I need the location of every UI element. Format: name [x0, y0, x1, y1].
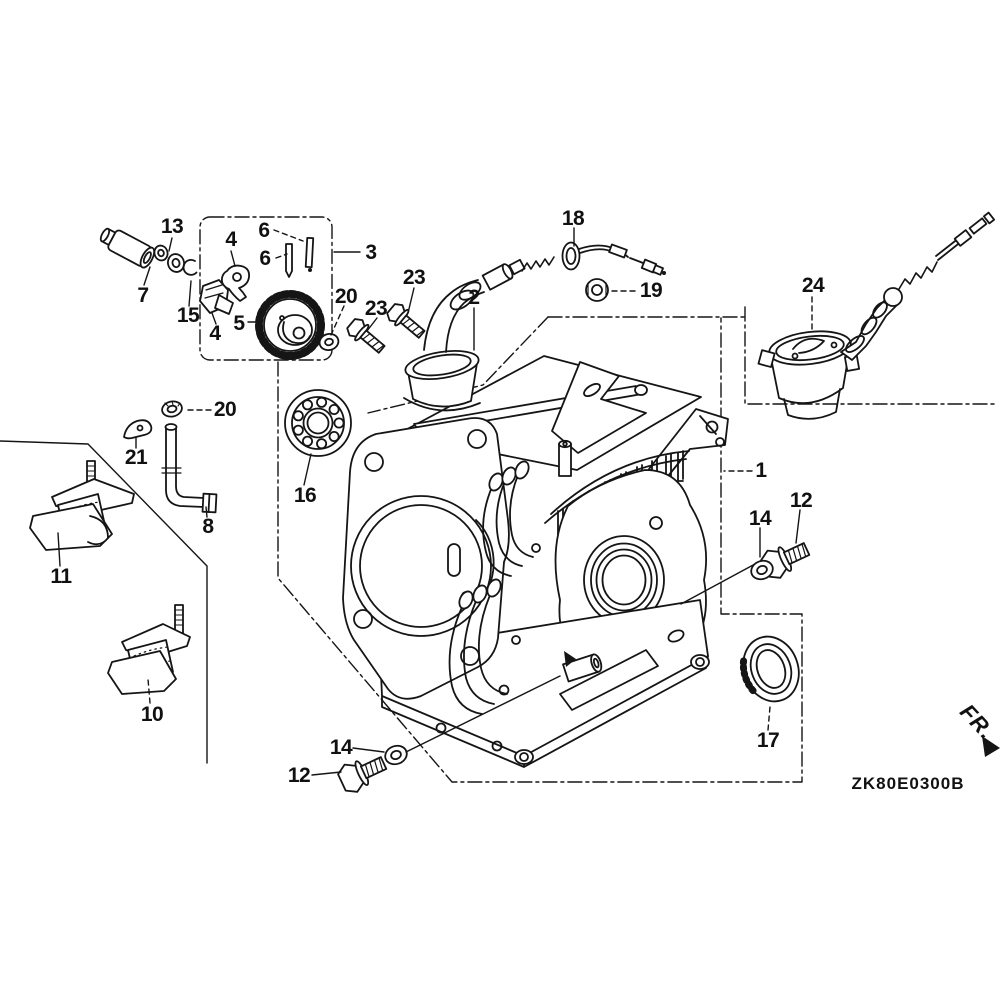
- part-callout-15: 15: [176, 304, 200, 327]
- part-callout-21: 21: [124, 446, 148, 469]
- part-callout-6: 6: [258, 219, 270, 242]
- part-callout-12: 12: [287, 764, 311, 787]
- part-callout-8: 8: [202, 515, 214, 538]
- leader-lines-dashed: [147, 229, 813, 731]
- diagram-code: ZK80E0300B: [851, 774, 965, 793]
- dowel-pin-a: [304, 236, 315, 269]
- part-callout-18: 18: [561, 207, 585, 230]
- part-callout-11: 11: [50, 565, 72, 588]
- tube-clip-21: [123, 419, 153, 440]
- drain-bolt-12-bottom: [337, 756, 388, 793]
- part-callout-24: 24: [801, 274, 825, 297]
- part-callout-12: 12: [789, 489, 813, 512]
- thrust-washer: [318, 332, 340, 352]
- breather-tube: [403, 258, 526, 412]
- part-callout-4: 4: [209, 322, 221, 345]
- drain-bolt-12-right: [760, 542, 811, 579]
- camshaft-kit-box: [199, 216, 333, 361]
- crankcase-body: [342, 355, 729, 768]
- part-callout-14: 14: [329, 736, 353, 759]
- flange-bolt-23b: [346, 318, 386, 354]
- part-callout-5: 5: [233, 312, 245, 335]
- washers-13: [153, 244, 185, 273]
- leader-lines: [57, 227, 801, 776]
- engine-mount-10: [107, 604, 191, 695]
- part-callout-13: 13: [160, 215, 184, 238]
- part-callout-19: 19: [639, 279, 663, 302]
- sealing-washer-20: [161, 400, 183, 418]
- snap-clip-15: [182, 258, 198, 276]
- lifter-bores-lower: [448, 578, 521, 715]
- oil-return-tube: [161, 423, 218, 514]
- cam-shaft-bolt: [99, 227, 156, 269]
- part-callout-7: 7: [137, 284, 149, 307]
- ball-bearing: [284, 389, 352, 457]
- mount-group-boundary: [0, 440, 208, 764]
- engine-mount-11: [29, 460, 135, 551]
- part-callout-6: 6: [259, 247, 271, 270]
- lifter-bores-upper: [482, 460, 541, 577]
- left-bracket: [551, 361, 647, 454]
- part-callout-10: 10: [140, 703, 164, 726]
- part-callout-20: 20: [334, 285, 358, 308]
- cylinder-stud: [558, 443, 572, 477]
- oil-sensor-assembly: [757, 211, 996, 420]
- assembly-arrow: [564, 651, 576, 667]
- cam-gear: [255, 290, 325, 360]
- drain-boss: [562, 653, 603, 683]
- drain-washer-14-bottom: [384, 744, 408, 766]
- throttle-cable: [521, 241, 666, 276]
- part-callout-17: 17: [756, 729, 780, 752]
- cable-grommet: [561, 241, 581, 271]
- group-boundary-lines: [199, 216, 998, 783]
- part-callout-1: 1: [755, 459, 767, 482]
- oil-seal: [739, 635, 800, 703]
- cylinder-gasket: [342, 417, 510, 700]
- part-callout-23: 23: [402, 266, 426, 289]
- decomp-weight-a: [220, 264, 250, 302]
- part-callout-4: 4: [225, 228, 237, 251]
- part-callout-20: 20: [213, 398, 237, 421]
- part-callout-16: 16: [293, 484, 317, 507]
- part-callout-2: 2: [468, 286, 480, 309]
- camshaft-kit: [199, 236, 340, 360]
- front-arrow-icon: [982, 736, 1000, 757]
- dowel-pin-b: [285, 243, 293, 278]
- part-callout-3: 3: [365, 241, 377, 264]
- cable-nut: [585, 278, 609, 302]
- drain-washer-14-right: [750, 559, 774, 581]
- part-callout-23: 23: [364, 297, 388, 320]
- flange-bolt-23a: [386, 303, 426, 339]
- part-callout-14: 14: [748, 507, 772, 530]
